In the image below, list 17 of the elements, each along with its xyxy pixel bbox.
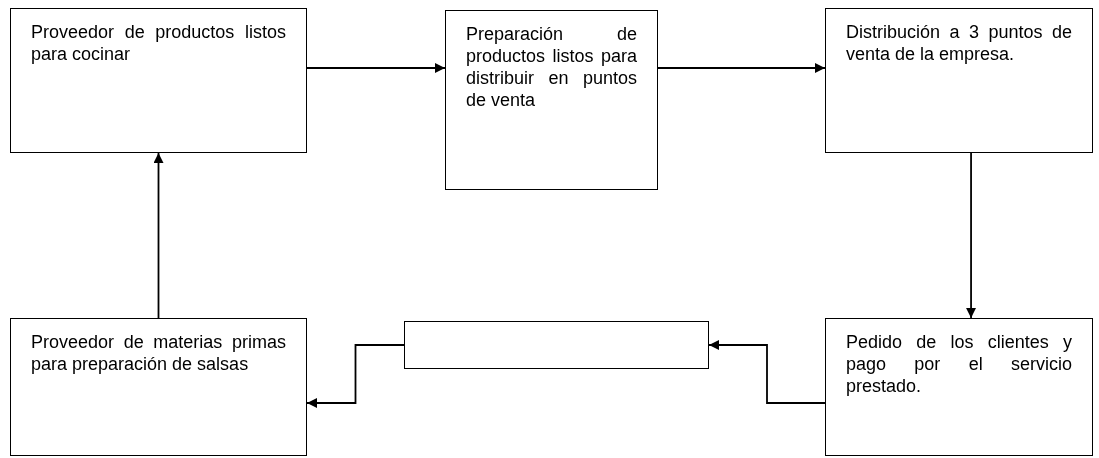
process-box xyxy=(445,10,658,190)
box-text: Proveedor de productos listos para cocinar xyxy=(31,21,286,65)
arrow xyxy=(708,340,826,404)
process-box xyxy=(825,8,1093,153)
box-text: Preparación de productos listos para distribuir en puntos de venta xyxy=(466,23,637,111)
box-text: Distribución a 3 puntos de venta de la empresa. xyxy=(846,21,1072,65)
empty-box xyxy=(404,321,709,369)
arrow xyxy=(153,152,164,319)
arrow xyxy=(657,63,826,73)
box-text: Pedido de los clientes y pago por el servicio prestado. xyxy=(846,331,1072,397)
arrow xyxy=(306,344,405,408)
arrow xyxy=(966,152,977,319)
box-text: Proveedor de materias primas para preparación de salsas xyxy=(31,331,286,375)
process-box xyxy=(825,318,1093,456)
process-box xyxy=(10,8,307,153)
process-box xyxy=(10,318,307,456)
arrow xyxy=(306,63,446,73)
